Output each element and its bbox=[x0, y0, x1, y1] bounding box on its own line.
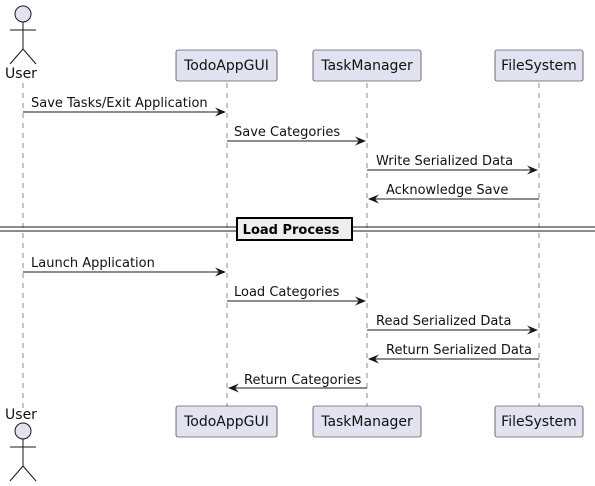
message-label-read-serialized: Read Serialized Data bbox=[376, 314, 511, 329]
message-label-launch-application: Launch Application bbox=[31, 256, 155, 271]
arrowhead bbox=[215, 107, 226, 117]
participant-label-todoappgui-bottom: TodoAppGUI bbox=[183, 414, 269, 430]
participant-label-todoappgui-top: TodoAppGUI bbox=[183, 58, 269, 74]
arrowhead bbox=[228, 383, 239, 393]
message-label-write-serialized: Write Serialized Data bbox=[376, 154, 513, 169]
arrowhead bbox=[527, 165, 538, 175]
arrowhead bbox=[215, 267, 226, 277]
arrowhead bbox=[368, 194, 379, 204]
participant-box-todoappgui-bottom bbox=[175, 405, 278, 438]
participant-label-filesystem-top: FileSystem bbox=[501, 58, 577, 74]
participant-box-filesystem-top bbox=[494, 49, 584, 82]
actor-label-user-bottom: User bbox=[5, 407, 37, 423]
participant-label-filesystem-bottom: FileSystem bbox=[501, 414, 577, 430]
message-label-save-categories: Save Categories bbox=[234, 125, 340, 140]
participant-label-taskmanager-bottom: TaskManager bbox=[320, 414, 413, 430]
actor-user-bottom bbox=[9, 422, 37, 482]
participant-box-filesystem-bottom bbox=[494, 405, 584, 438]
arrowhead bbox=[355, 136, 366, 146]
divider-label: Load Process bbox=[243, 223, 340, 238]
participant-label-taskmanager-top: TaskManager bbox=[320, 58, 413, 74]
message-label-acknowledge-save: Acknowledge Save bbox=[386, 183, 508, 198]
arrowhead bbox=[368, 354, 379, 364]
actor-label-user-top: User bbox=[5, 66, 37, 82]
message-label-load-categories: Load Categories bbox=[234, 285, 340, 300]
arrowhead bbox=[355, 296, 366, 306]
message-label-save-exit: Save Tasks/Exit Application bbox=[31, 96, 208, 111]
message-label-return-serialized: Return Serialized Data bbox=[386, 343, 532, 358]
message-label-return-categories: Return Categories bbox=[244, 373, 362, 388]
participant-box-taskmanager-bottom bbox=[312, 405, 422, 438]
actor-user-top bbox=[9, 5, 37, 65]
arrowhead bbox=[527, 325, 538, 335]
participant-box-todoappgui-top bbox=[175, 49, 278, 82]
divider-load-process bbox=[0, 217, 595, 241]
participant-box-taskmanager-top bbox=[312, 49, 422, 82]
